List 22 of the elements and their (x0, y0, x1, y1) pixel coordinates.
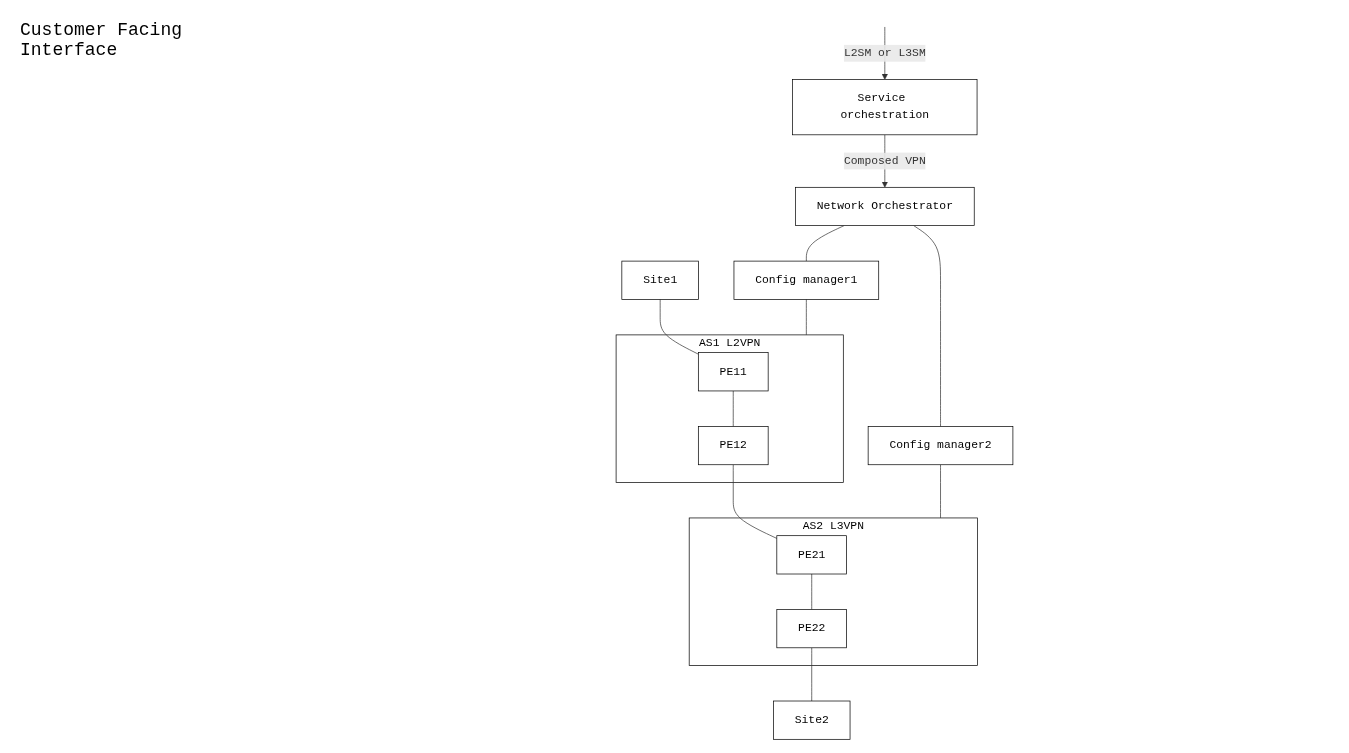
node-box: Config manager1 (733, 260, 880, 300)
connector (940, 464, 941, 519)
node-box: Config manager2 (867, 426, 1014, 466)
connector (732, 390, 734, 427)
note-label: Customer Facing Interface (20, 20, 184, 60)
node-box: PE12 (698, 426, 769, 466)
node-box: PE22 (776, 609, 847, 649)
node-box: Site1 (621, 260, 699, 300)
edge-label: L2SM or L3SM (843, 46, 926, 60)
connector (732, 464, 778, 539)
connector (806, 225, 845, 262)
node-box: Network Orchestrator (795, 186, 975, 226)
node-box: Site2 (773, 700, 851, 740)
connector (659, 299, 699, 355)
node-box: PE11 (698, 352, 769, 392)
node-box: PE21 (776, 535, 847, 575)
connector (806, 299, 807, 336)
connector (811, 573, 813, 610)
edge-label: Composed VPN (843, 154, 926, 168)
node-box: Service orchestration (792, 79, 978, 136)
connector (811, 647, 813, 702)
connector (913, 225, 941, 427)
